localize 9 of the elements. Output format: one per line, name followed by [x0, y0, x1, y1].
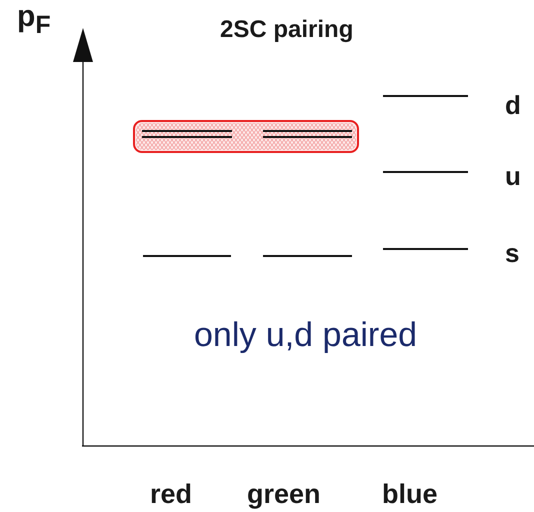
column-label: red — [150, 481, 192, 508]
level-label: u — [505, 163, 521, 189]
level-label: d — [505, 92, 521, 118]
axis-label: p$_{F}$ — [17, 2, 51, 38]
column-label: blue — [382, 481, 438, 508]
diagram-title: 2SC pairing — [220, 18, 354, 42]
column-label: green — [247, 481, 321, 508]
annotation-text: only u,d paired — [194, 318, 418, 352]
level-label: s — [505, 240, 520, 266]
